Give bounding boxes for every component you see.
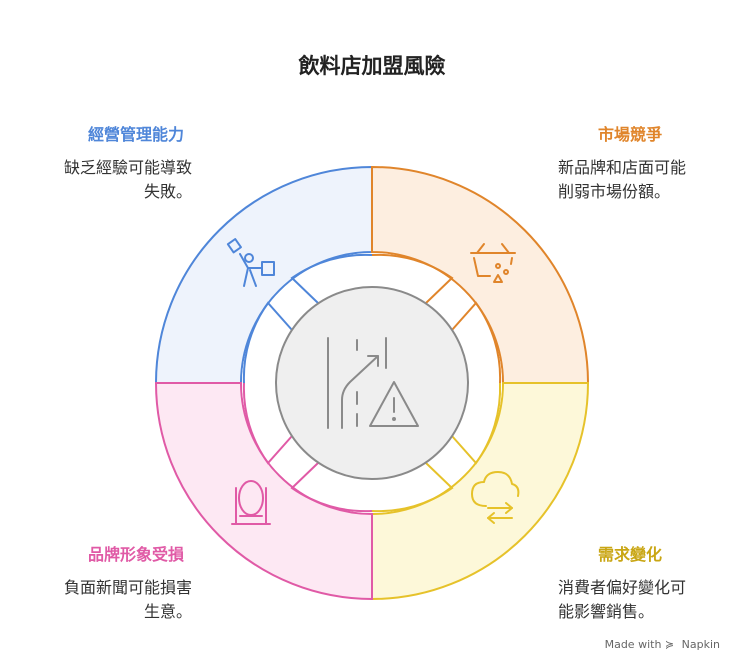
worker-icon: [226, 238, 275, 287]
napkin-logo-icon: ≽: [664, 638, 675, 651]
inner-arc-brand: [290, 462, 373, 513]
desc-line: 能影響銷售。: [558, 602, 655, 621]
desc-line: 消費者偏好變化可: [558, 578, 687, 597]
footer-made-with-label: Made with: [604, 638, 662, 651]
quadrant-desc-brand: 負面新聞可能損害 生意。: [64, 576, 192, 624]
inner-arc-competition-right: [451, 301, 502, 384]
quadrant-desc-demand: 消費者偏好變化可 能影響銷售。: [558, 576, 686, 624]
desc-line: 生意。: [143, 602, 192, 621]
inner-arc-management-top: [290, 253, 373, 304]
footer-brand: Napkin: [681, 638, 720, 651]
quadrant-heading-competition: 市場競爭: [598, 125, 663, 144]
center-circle: [275, 286, 469, 480]
quadrant-desc-competition: 新品牌和店面可能 削弱市場份額。: [558, 156, 686, 204]
mirror-icon: [231, 480, 271, 525]
road-warning-icon: [327, 337, 419, 429]
cloud-exchange-icon: [471, 471, 520, 524]
desc-line: 負面新聞可能損害: [63, 578, 192, 597]
inner-ring-arcs: [242, 253, 502, 513]
quadrant-desc-management: 缺乏經驗可能導致 失敗。: [64, 156, 192, 204]
basket-icon: [470, 243, 516, 283]
quadrant-heading-demand: 需求變化: [598, 545, 663, 564]
quadrant-heading-management: 經營管理能力: [87, 125, 184, 144]
footer-made-with: Made with ≽ Napkin: [605, 638, 720, 651]
inner-arc-brand-left: [242, 382, 293, 465]
desc-line: 削弱市場份額。: [558, 182, 671, 201]
inner-arc-demand: [451, 382, 502, 465]
desc-line: 缺乏經驗可能導致: [63, 158, 192, 177]
quadrant-heading-brand: 品牌形象受損: [87, 545, 184, 564]
desc-line: 新品牌和店面可能: [558, 158, 687, 177]
inner-arc-demand-bottom: [371, 462, 454, 513]
page-title: 飲料店加盟風險: [298, 54, 446, 78]
desc-line: 失敗。: [143, 182, 192, 201]
inner-arc-competition: [371, 253, 454, 304]
inner-arc-management: [242, 301, 293, 384]
